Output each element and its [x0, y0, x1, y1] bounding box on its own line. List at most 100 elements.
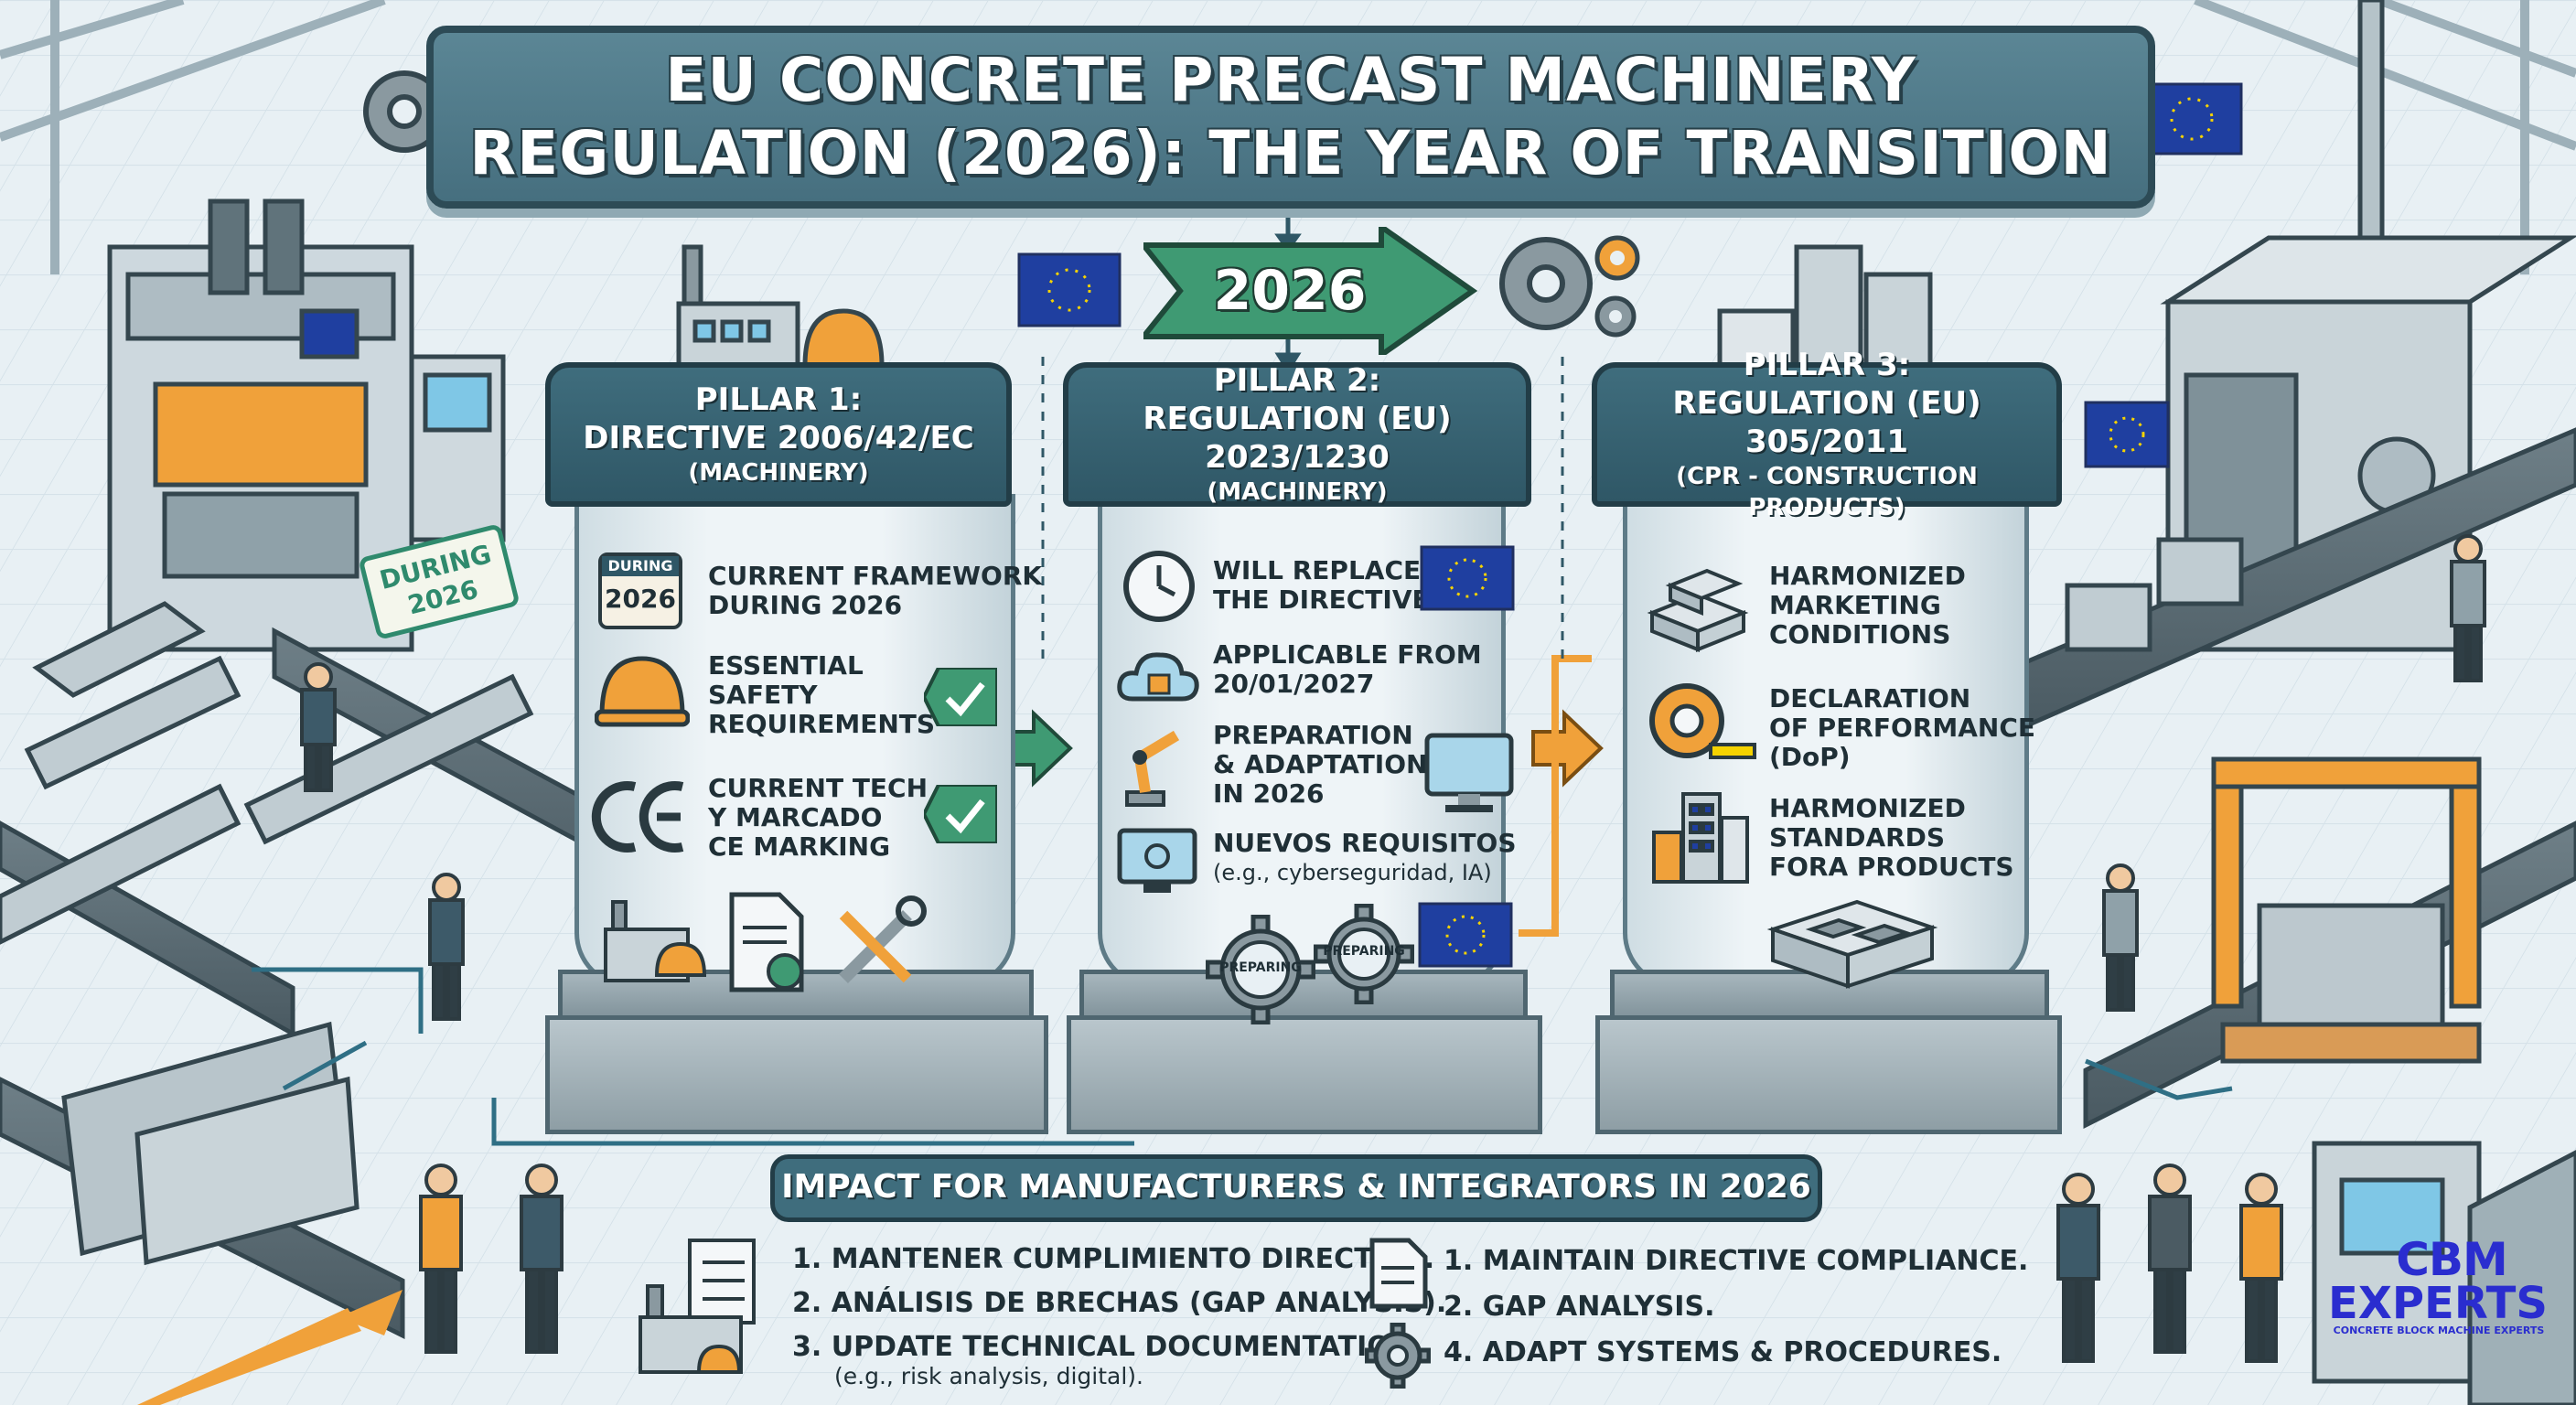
logo-tagline: CONCRETE BLOCK MACHINE EXPERTS — [2333, 1325, 2545, 1336]
clock-icon — [1123, 551, 1195, 622]
impact-right-item-3: 4. ADAPT SYSTEMS & PROCEDURES. — [1444, 1336, 2002, 1368]
cloud-lock-icon — [1117, 652, 1199, 702]
item-line: STANDARDS — [1769, 822, 1946, 853]
impact-right-item-1: 1. MAINTAIN DIRECTIVE COMPLIANCE. — [1444, 1245, 2029, 1277]
item-line: APPLICABLE FROM — [1213, 639, 1482, 670]
pillar-1-scope: (MACHINERY) — [688, 459, 869, 487]
item-subline: (e.g., cyberseguridad, IA) — [1213, 860, 1492, 885]
computer-icon — [1117, 828, 1197, 893]
item-line: SAFETY — [708, 680, 818, 710]
item-line: WILL REPLACE — [1213, 555, 1422, 585]
check-icon — [924, 668, 997, 726]
item-line: NUEVOS REQUISITOS — [1213, 828, 1517, 858]
blocks-icon — [1766, 899, 1938, 989]
pillar-2-subtitle: REGULATION (EU) 2023/1230 — [1143, 401, 1452, 476]
blocks-icon — [1647, 568, 1749, 652]
item-line: HARMONIZED — [1769, 793, 1966, 823]
pillar-2-base — [1067, 1015, 1542, 1134]
monitor-icon — [1424, 733, 1514, 812]
impact-title: IMPACT FOR MANUFACTURERS & INTEGRATORS I… — [770, 1154, 1822, 1222]
pillar-3-subtitle: REGULATION (EU) 305/2011 — [1672, 385, 1981, 460]
impact-left-item-2: 2. ANÁLISIS DE BRECHAS (GAP ANALYSIS). — [792, 1287, 1447, 1319]
pillar-2-item-1: WILL REPLACE THE DIRECTIVE — [1213, 556, 1430, 615]
pillar-2-item-4: NUEVOS REQUISITOS (e.g., cyberseguridad,… — [1213, 829, 1517, 887]
item-line: CE MARKING — [708, 831, 891, 862]
page-title-line1: EU CONCRETE PRECAST MACHINERY — [665, 45, 1916, 115]
title-banner: EU CONCRETE PRECAST MACHINERY REGULATION… — [426, 26, 2155, 209]
item-line: HARMONIZED — [1769, 561, 1966, 591]
hard-hat-icon — [595, 656, 690, 727]
pillar-3-title: PILLAR 3: — [1743, 347, 1911, 383]
pillar-3-scope: (CPR - CONSTRUCTION PRODUCTS) — [1676, 463, 1978, 521]
pillar-1-title: PILLAR 1: — [694, 381, 863, 418]
ce-mark-icon — [591, 781, 684, 853]
item-line: REQUIREMENTS — [708, 709, 936, 739]
impact-left-note: (e.g., risk analysis, digital). — [834, 1363, 1143, 1389]
calendar-badge-line1: DURING — [602, 556, 679, 576]
eu-flag — [1418, 902, 1513, 968]
page-title-line2: REGULATION (2026): THE YEAR OF TRANSITIO… — [469, 118, 2112, 188]
logo-cbm: CBM — [2396, 1233, 2508, 1286]
tools-icon — [839, 896, 927, 983]
item-line: FORA PRODUCTS — [1769, 852, 2014, 882]
item-line: OF PERFORMANCE — [1769, 713, 2036, 743]
gear-icon — [1365, 1323, 1431, 1389]
item-line: 20/01/2027 — [1213, 669, 1375, 699]
preparing-label: PREPARING — [1219, 960, 1302, 975]
eu-flag — [2141, 82, 2243, 156]
item-line: CURRENT FRAMEWORK — [708, 561, 1043, 591]
item-line: Y MARCADO — [708, 802, 883, 832]
pillar-2-item-2: APPLICABLE FROM 20/01/2027 — [1213, 640, 1482, 699]
year-arrow — [1143, 227, 1478, 355]
pillar-1-subtitle: DIRECTIVE 2006/42/EC — [583, 420, 974, 456]
item-line: & ADAPTATION — [1213, 749, 1428, 779]
document-check-icon — [729, 892, 804, 992]
pillar-2-scope: (MACHINERY) — [1207, 478, 1388, 506]
item-line: PREPARATION — [1213, 720, 1413, 750]
eu-flag — [1420, 545, 1515, 611]
workers — [300, 534, 2486, 1363]
document-icon — [1369, 1238, 1428, 1309]
pillar-2-title: PILLAR 2: — [1213, 362, 1381, 399]
item-line: CONDITIONS — [1769, 619, 1951, 649]
item-line: ESSENTIAL — [708, 650, 864, 681]
impact-right-item-2: 2. GAP ANALYSIS. — [1444, 1291, 1715, 1323]
pillar-3-item-1: HARMONIZED MARKETING CONDITIONS — [1769, 562, 1966, 649]
year-label: 2026 — [1213, 259, 1367, 323]
preparing-gear-icon — [1314, 904, 1414, 1004]
pillar-3-item-3: HARMONIZED STANDARDS FORA PRODUCTS — [1769, 794, 2014, 882]
preparing-label: PREPARING — [1323, 944, 1405, 959]
logo-experts: EXPERTS — [2328, 1278, 2548, 1329]
factory-checklist-icon — [639, 1239, 756, 1374]
item-line: THE DIRECTIVE — [1213, 585, 1430, 615]
eu-flag — [2084, 401, 2170, 468]
item-line: MARKETING — [1769, 590, 1941, 620]
robot-arm-icon — [1125, 730, 1180, 807]
pillar-2-header: PILLAR 2: REGULATION (EU) 2023/1230 (MAC… — [1063, 362, 1531, 507]
eu-flag — [1017, 252, 1122, 327]
pillar-1-header: PILLAR 1: DIRECTIVE 2006/42/EC (MACHINER… — [545, 362, 1012, 507]
pillar-1-item-1: CURRENT FRAMEWORK DURING 2026 — [708, 562, 1042, 620]
pillar-1-base — [545, 1015, 1048, 1134]
buildings-icon — [1652, 792, 1749, 884]
impact-left-item-1: 1. MANTENER CUMPLIMIENTO DIRECTIVA. — [792, 1243, 1435, 1275]
item-line: DECLARATION — [1769, 683, 1971, 713]
item-line: DURING 2026 — [708, 590, 903, 620]
pillar-3-base — [1595, 1015, 2062, 1134]
check-icon — [924, 785, 997, 843]
calendar-badge-line2: 2026 — [605, 584, 676, 614]
pillar-3-item-2: DECLARATION OF PERFORMANCE (DoP) — [1769, 684, 2035, 772]
pillar-1-item-2: ESSENTIAL SAFETY REQUIREMENTS — [708, 651, 935, 739]
item-line: CURRENT TECH — [708, 773, 928, 803]
pillar-1-item-3: CURRENT TECH Y MARCADO CE MARKING — [708, 774, 928, 862]
preparing-gear-icon — [1206, 915, 1315, 1024]
impact-left-item-3: 3. UPDATE TECHNICAL DOCUMENTATION — [792, 1331, 1413, 1363]
press-machine — [107, 198, 506, 652]
calendar-icon: DURING 2026 — [598, 552, 682, 629]
factory-icon — [604, 900, 707, 982]
item-line: (DoP) — [1769, 742, 1851, 772]
item-line: IN 2026 — [1213, 778, 1325, 809]
pillar-3-header: PILLAR 3: REGULATION (EU) 305/2011 (CPR … — [1592, 347, 2062, 521]
tape-measure-icon — [1649, 683, 1756, 759]
pillar-2-item-3: PREPARATION & ADAPTATION IN 2026 — [1213, 721, 1427, 809]
